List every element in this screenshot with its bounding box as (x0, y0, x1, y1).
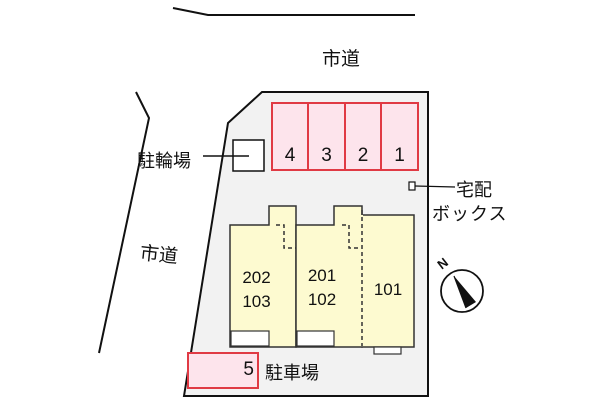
left-road-edge (98, 91, 151, 354)
left-road-label: 市道 (138, 242, 179, 268)
bicycle-parking-label: 駐輪場 (137, 151, 191, 172)
unit-103: 103 (242, 292, 271, 311)
unit-label-middle: 201 102 (296, 264, 348, 312)
delivery-box-label-line1: 宅配 (456, 180, 492, 201)
delivery-box-leader (414, 185, 456, 188)
unit-102: 102 (307, 290, 337, 309)
top-road-label: 市道 (322, 48, 361, 70)
unit-101: 101 (373, 280, 403, 299)
parking-space-number: 2 (357, 145, 369, 166)
unit-201: 201 (307, 266, 337, 285)
top-road-edge (172, 7, 415, 16)
unit-label-left: 202 103 (230, 266, 283, 314)
building-right (361, 210, 415, 355)
parking-lot-number: 5 (243, 359, 254, 380)
unit-202: 202 (242, 268, 271, 287)
parking-lot-5 (187, 352, 259, 389)
delivery-box (408, 181, 416, 191)
parking-spaces (271, 102, 419, 171)
parking-space-number: 4 (284, 145, 296, 166)
building-left (229, 205, 297, 348)
parking-space-number: 3 (321, 145, 332, 166)
delivery-box-label-line2: ボックス (432, 204, 508, 225)
parking-lot-label: 駐車場 (265, 363, 319, 384)
compass-icon (440, 269, 484, 313)
building-middle (295, 205, 363, 348)
unit-label-right: 101 (362, 278, 414, 302)
parking-space-number: 1 (394, 145, 405, 166)
